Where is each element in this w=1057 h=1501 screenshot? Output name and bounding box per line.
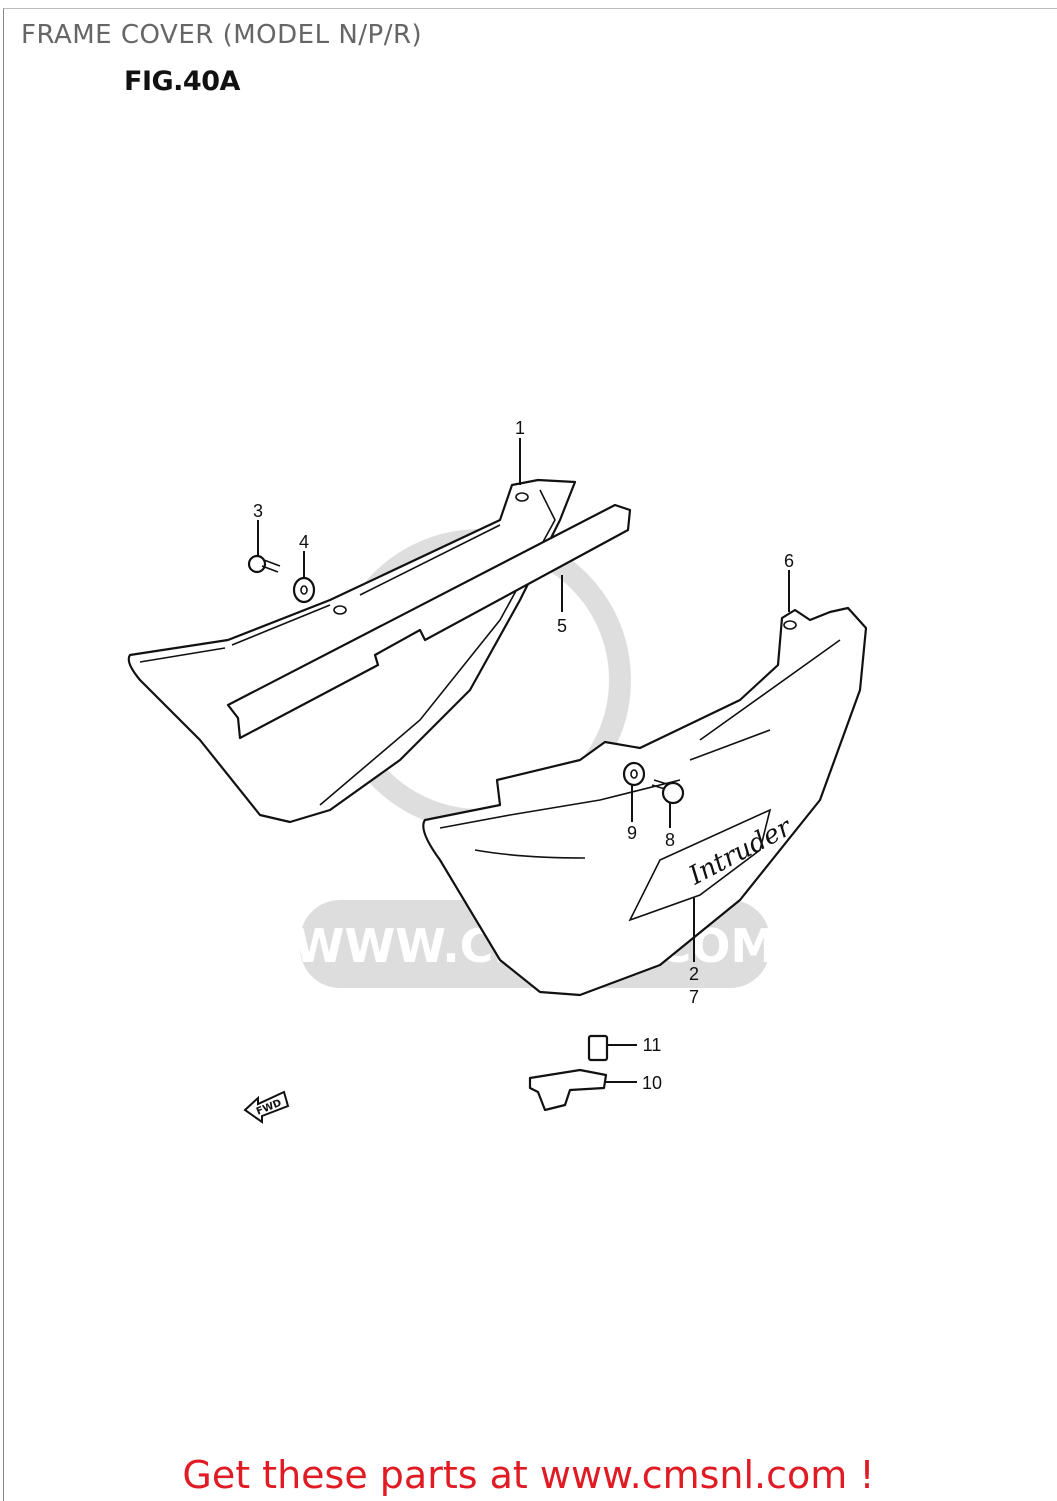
part-11-cushion[interactable] xyxy=(587,1034,609,1062)
page-title: FRAME COVER (MODEL N/P/R) xyxy=(21,20,423,50)
drawing-border xyxy=(3,8,1057,1501)
part-4-washer[interactable] xyxy=(292,576,316,604)
part-9-washer[interactable] xyxy=(622,761,646,787)
leader-lines xyxy=(257,438,790,1083)
mount-hole xyxy=(515,492,529,502)
figure-number: FIG.40A xyxy=(124,66,240,97)
callout-4: 4 xyxy=(299,532,309,552)
mount-hole xyxy=(333,605,347,615)
callout-5: 5 xyxy=(557,616,567,636)
part-3-screw[interactable] xyxy=(247,554,281,574)
callout-7: 7 xyxy=(689,987,699,1007)
callout-11: 11 xyxy=(643,1035,662,1055)
part-5-rail[interactable] xyxy=(226,503,632,740)
footer-link[interactable]: Get these parts at www.cmsnl.com ! xyxy=(182,1453,875,1497)
callout-8: 8 xyxy=(665,830,675,850)
fwd-arrow-icon: FWD xyxy=(243,1090,290,1124)
callout-2: 2 xyxy=(689,964,699,984)
part-2-right-frame-cover[interactable] xyxy=(422,606,868,997)
callout-6: 6 xyxy=(784,551,794,571)
callout-1: 1 xyxy=(515,418,525,438)
part-10-bracket[interactable] xyxy=(528,1068,608,1112)
callout-3: 3 xyxy=(253,501,263,521)
part-8-screw[interactable] xyxy=(651,779,685,805)
callout-9: 9 xyxy=(627,823,637,843)
callout-10: 10 xyxy=(642,1073,662,1093)
